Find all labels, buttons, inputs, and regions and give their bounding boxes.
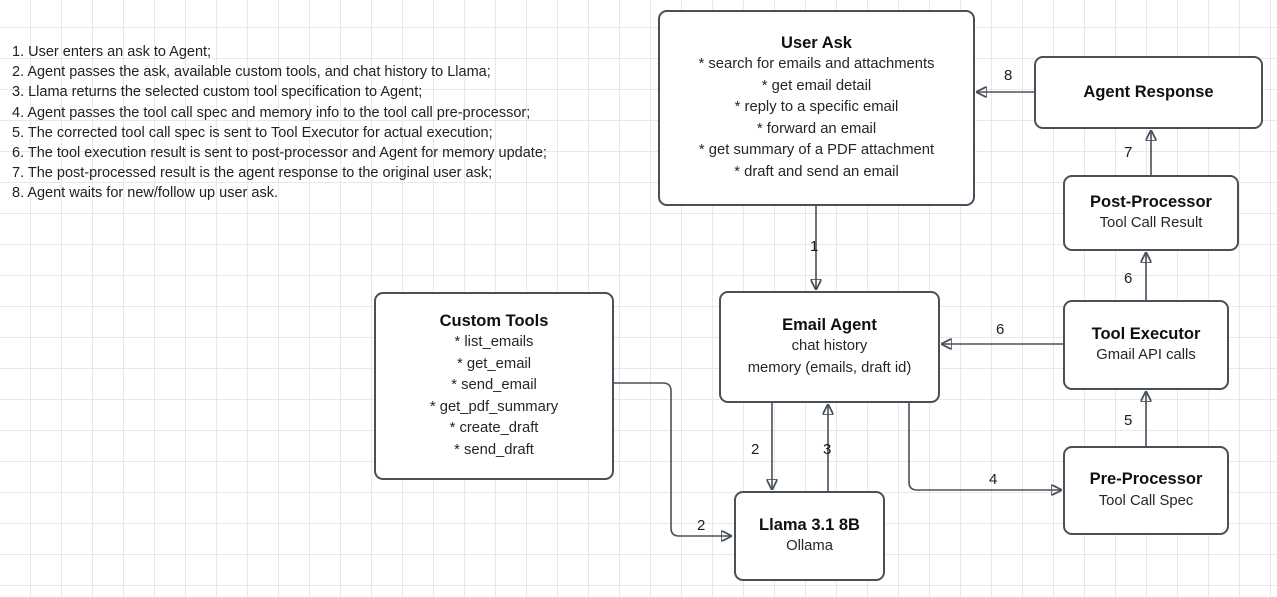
node-post-processor-title: Post-Processor <box>1090 192 1212 211</box>
node-agent-response[interactable]: Agent Response <box>1034 56 1263 129</box>
node-custom-tools[interactable]: Custom Tools * list_emails * get_email *… <box>374 292 614 480</box>
edge-label-1: 1 <box>810 238 819 255</box>
node-post-processor[interactable]: Post-Processor Tool Call Result <box>1063 175 1239 251</box>
edge-label-2-tools: 2 <box>697 517 706 534</box>
legend-steps: 1. User enters an ask to Agent; 2. Agent… <box>12 42 547 204</box>
legend-line-2: 2. Agent passes the ask, available custo… <box>12 64 491 81</box>
node-pre-processor-subtitle: Tool Call Spec <box>1098 492 1194 509</box>
node-user-ask-item-2: * get email detail <box>761 77 872 94</box>
node-email-agent[interactable]: Email Agent chat history memory (emails,… <box>719 291 940 403</box>
legend-line-3: 3. Llama returns the selected custom too… <box>12 84 423 101</box>
node-user-ask-item-5: * get summary of a PDF attachment <box>698 142 935 159</box>
edge-label-3: 3 <box>823 441 832 458</box>
node-email-agent-subtitle-1: chat history <box>791 338 868 355</box>
legend-line-8: 8. Agent waits for new/follow up user as… <box>12 185 278 202</box>
node-custom-tools-title: Custom Tools <box>439 311 549 330</box>
node-custom-tools-item-5: * create_draft <box>449 420 539 437</box>
node-email-agent-subtitle-2: memory (emails, draft id) <box>747 359 912 376</box>
edge-label-4: 4 <box>989 471 998 488</box>
node-custom-tools-item-3: * send_email <box>451 377 537 394</box>
node-pre-processor[interactable]: Pre-Processor Tool Call Spec <box>1063 446 1229 535</box>
node-tool-executor-subtitle: Gmail API calls <box>1096 347 1196 363</box>
edge-label-7: 7 <box>1124 144 1133 161</box>
node-user-ask-item-1: * search for emails and attachments <box>698 56 935 73</box>
legend-line-7: 7. The post-processed result is the agen… <box>12 165 493 182</box>
node-custom-tools-item-1: * list_emails <box>454 334 534 351</box>
edge-custom-tools-to-llama <box>614 382 731 536</box>
node-llama-title: Llama 3.1 8B <box>759 515 860 534</box>
edge-email-agent-to-pre-processor <box>908 403 1061 490</box>
node-agent-response-title: Agent Response <box>1083 82 1214 101</box>
edge-label-8: 8 <box>1004 67 1013 84</box>
node-user-ask-item-6: * draft and send an email <box>734 163 899 180</box>
node-email-agent-title: Email Agent <box>782 315 877 334</box>
legend-line-6: 6. The tool execution result is sent to … <box>12 145 547 162</box>
legend-line-1: 1. User enters an ask to Agent; <box>12 44 212 60</box>
edge-label-6-agent: 6 <box>996 321 1005 338</box>
node-user-ask-item-4: * forward an email <box>756 120 877 137</box>
legend-line-4: 4. Agent passes the tool call spec and m… <box>12 104 531 121</box>
node-post-processor-subtitle: Tool Call Result <box>1099 215 1203 231</box>
node-tool-executor-title: Tool Executor <box>1091 324 1201 343</box>
edge-label-6-post: 6 <box>1124 270 1133 287</box>
node-custom-tools-item-4: * get_pdf_summary <box>429 398 559 415</box>
node-user-ask[interactable]: User Ask * search for emails and attachm… <box>658 10 975 206</box>
legend-line-5: 5. The corrected tool call spec is sent … <box>12 124 493 141</box>
node-llama-subtitle: Ollama <box>786 538 833 554</box>
node-user-ask-item-3: * reply to a specific email <box>734 99 899 116</box>
edge-label-2-agent: 2 <box>751 441 760 458</box>
node-tool-executor[interactable]: Tool Executor Gmail API calls <box>1063 300 1229 390</box>
node-llama[interactable]: Llama 3.1 8B Ollama <box>734 491 885 581</box>
edge-label-5: 5 <box>1124 412 1133 429</box>
node-user-ask-title: User Ask <box>781 33 852 52</box>
node-pre-processor-title: Pre-Processor <box>1089 470 1203 488</box>
node-custom-tools-item-2: * get_email <box>456 355 532 372</box>
node-custom-tools-item-6: * send_draft <box>454 441 534 458</box>
